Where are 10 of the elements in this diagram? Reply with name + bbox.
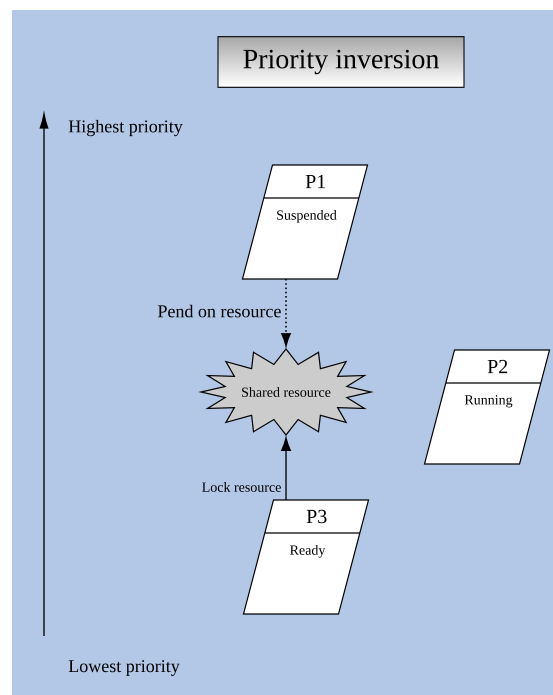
edge-label: Lock resource: [202, 482, 281, 492]
arrow: [281, 437, 291, 500]
process-box: P1 Suspended: [242, 164, 368, 280]
title-box: Priority inversion: [217, 36, 465, 88]
arrow: [281, 278, 291, 346]
edge-label: Pend on resource: [158, 304, 281, 318]
process-box: P2 Running: [424, 349, 550, 465]
axis-label: Highest priority: [68, 120, 183, 136]
axis-label: Lowest priority: [68, 660, 180, 676]
process-box: P3 Ready: [242, 499, 370, 615]
